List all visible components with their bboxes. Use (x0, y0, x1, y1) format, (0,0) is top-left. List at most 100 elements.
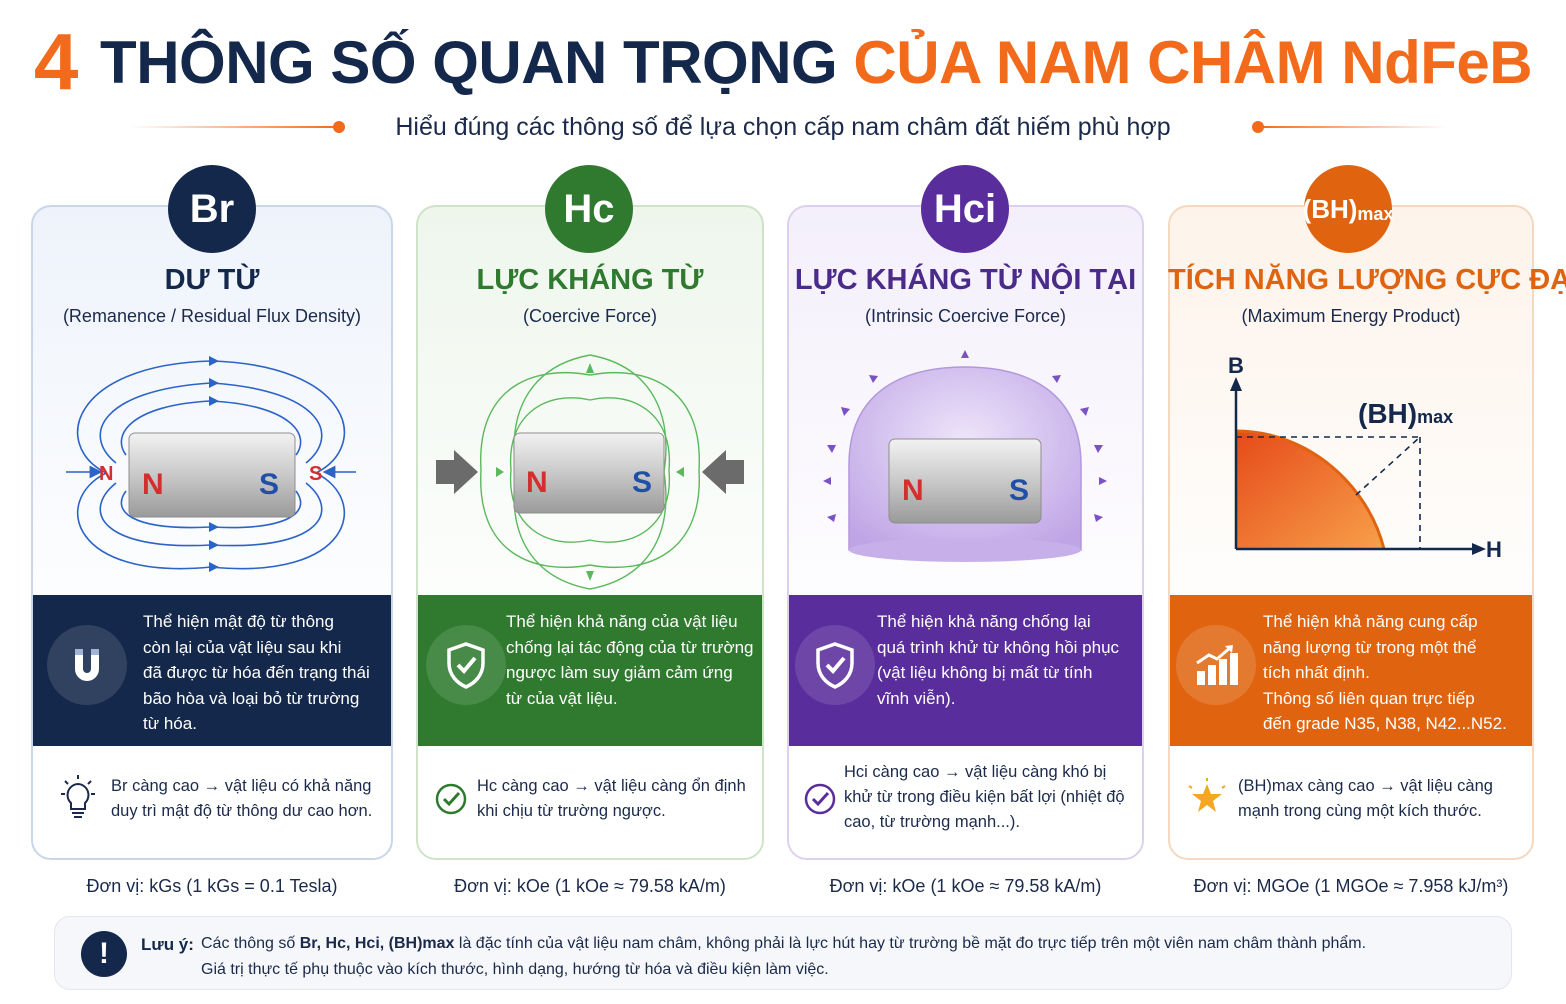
description-line: vĩnh viễn). (877, 688, 956, 708)
note-box: ! Lưu ý: Các thông số Br, Hc, Hci, (BH)m… (54, 916, 1512, 990)
description-line: bão hòa và loại bỏ từ trường (143, 688, 360, 708)
note-line-2: Giá trị thực tế phụ thuộc vào kích thước… (201, 961, 829, 978)
card-subtitle-hci: (Intrinsic Coercive Force) (864, 306, 1067, 326)
description-line: (vật liệu không bị mất từ tính (877, 663, 1093, 682)
max-rectangle (1236, 436, 1421, 549)
description-line: Thể hiện khả năng cung cấp (1263, 612, 1478, 631)
unit-hci: Đơn vị: kOe (1 kOe ≈ 79.58 kA/m) (829, 876, 1102, 896)
outer-n-label: N (99, 463, 113, 485)
tip-bhmax: (BH)max càng cao → vật liệu càng mạnh tr… (1170, 746, 1532, 858)
shield-icon (795, 625, 875, 705)
external-force-arrow-right (702, 450, 744, 494)
external-force-arrow-left (436, 450, 478, 494)
tip-line: Br càng cao → vật liệu có khả năng (111, 777, 372, 795)
note-text: Các thông số Br, Hc, Hci, (BH)max là đặc… (201, 931, 1366, 983)
unit-br: Đơn vị: kGs (1 kGs = 0.1 Tesla) (86, 876, 338, 896)
description-line: tích nhất định. (1263, 663, 1370, 682)
badge-hci: Hci (921, 165, 1009, 253)
exclamation-icon: ! (81, 931, 127, 977)
tip-line: khử từ trong điều kiện bất lợi (nhiệt độ (844, 788, 1125, 806)
pole-s-label: S (632, 466, 652, 499)
magnet-icon (47, 625, 127, 705)
pole-n-label: N (142, 468, 164, 501)
description-line: năng lượng từ trong một thể (1263, 637, 1477, 657)
description-line: còn lại của vật liệu sau khi (143, 637, 342, 657)
tip-line: duy trì mật độ từ thông dư cao hơn. (111, 802, 373, 820)
description-text-hci: Thể hiện khả năng chống lại quá trình kh… (877, 609, 1137, 711)
h-axis-label: H (1486, 537, 1502, 562)
illustration-bhmax: B H (BH)max (1228, 353, 1502, 562)
magnet-block (888, 438, 1042, 524)
card-subtitle-bhmax: (Maximum Energy Product) (1241, 306, 1461, 326)
demagnetization-curve (1235, 429, 1386, 550)
tip-line: Hci càng cao → vật liệu càng khó bị (844, 763, 1107, 781)
title-dark-part: THÔNG SỐ QUAN TRỌNG (100, 29, 838, 96)
card-hc (416, 205, 764, 860)
badge-symbol-sub: max (1357, 203, 1394, 224)
field-lines (480, 354, 700, 590)
curve-label: (BH)max (1358, 398, 1453, 429)
tip-text-hc: Hc càng cao → vật liệu càng ổn định khi … (477, 774, 746, 824)
field-arrows (823, 350, 1107, 522)
tip-line: khi chịu từ trường ngược. (477, 802, 666, 820)
pole-n-label: N (526, 466, 548, 499)
description-line: đến grade N35, N38, N42...N52. (1263, 714, 1507, 733)
description-line: chống lại tác động của từ trường (506, 637, 754, 657)
pole-s-label: S (259, 468, 279, 501)
illustration-hci: N S (823, 350, 1107, 562)
pole-n-label: N (902, 474, 924, 507)
dome-base (849, 538, 1081, 562)
tip-line: mạnh trong cùng một kích thước. (1238, 802, 1482, 820)
tip-line: Hc càng cao → vật liệu càng ổn định (477, 777, 746, 795)
tip-line: (BH)max càng cao → vật liệu càng (1238, 777, 1493, 795)
tip-br: Br càng cao → vật liệu có khả năng duy t… (33, 746, 391, 858)
title-orange-part: CỦA NAM CHÂM NdFeB (853, 29, 1533, 96)
illustration-br: N S N S (66, 356, 356, 572)
description-line: quá trình khử từ không hồi phục (877, 637, 1120, 657)
magnet-block (128, 432, 296, 518)
card-title-bhmax: TÍCH NĂNG LƯỢNG CỰC ĐẠI (1168, 264, 1566, 296)
shield-icon (426, 625, 506, 705)
card-subtitle-hc: (Coercive Force) (522, 306, 658, 326)
description-line: Thể hiện khả năng của vật liệu (506, 612, 738, 631)
pole-s-label: S (1009, 474, 1029, 507)
subtitle-dot-left (333, 121, 345, 133)
description-text-hc: Thể hiện khả năng của vật liệu chống lại… (506, 609, 758, 711)
note-label: Lưu ý: (141, 935, 194, 954)
description-line: đã được từ hóa đến trạng thái (143, 663, 370, 682)
star-icon (1188, 778, 1226, 812)
unit-bhmax: Đơn vị: MGOe (1 MGOe ≈ 7.958 kJ/m³) (1193, 876, 1509, 896)
description-panel-bhmax: Thể hiện khả năng cung cấp năng lượng từ… (1170, 595, 1532, 746)
field-arrows (496, 363, 684, 581)
note-line-1: Các thông số Br, Hc, Hci, (BH)max là đặc… (201, 935, 1367, 952)
description-line: Thể hiện mật độ từ thông (143, 612, 334, 631)
magnet-block (513, 432, 665, 514)
badge-br: Br (168, 165, 256, 253)
check-circle-icon (804, 783, 836, 815)
tip-line: cao, từ trường mạnh...). (844, 813, 1020, 831)
tip-hc: Hc càng cao → vật liệu càng ổn định khi … (418, 746, 762, 858)
description-line: từ của vật liệu. (506, 688, 618, 708)
card-br (31, 205, 393, 860)
h-axis-arrow (1472, 543, 1486, 555)
card-title-hci: LỰC KHÁNG TỪ NỘI TẠI (794, 264, 1137, 296)
subtitle-line-right (1258, 126, 1448, 128)
badge-symbol-main: (BH) (1302, 193, 1358, 224)
card-title-br: DƯ TỪ (164, 264, 260, 296)
header: 4 THÔNG SỐ QUAN TRỌNG CỦA NAM CHÂM NdFeB… (0, 0, 1566, 150)
description-panel-hci: Thể hiện khả năng chống lại quá trình kh… (789, 595, 1142, 746)
description-text-br: Thể hiện mật độ từ thông còn lại của vật… (143, 609, 383, 737)
check-circle-icon (435, 783, 467, 815)
illustration-hc: N S (436, 354, 744, 590)
card-title-hc: LỰC KHÁNG TỪ (476, 264, 704, 296)
card-subtitle-br: (Remanence / Residual Flux Density) (62, 306, 362, 326)
badge-bhmax: (BH)max (1302, 165, 1394, 253)
tip-text-br: Br càng cao → vật liệu có khả năng duy t… (111, 774, 372, 824)
title-number: 4 (33, 17, 79, 106)
unit-hc: Đơn vị: kOe (1 kOe ≈ 79.58 kA/m) (454, 876, 726, 896)
tip-hci: Hci càng cao → vật liệu càng khó bị khử … (789, 746, 1142, 858)
tip-text-bhmax: (BH)max càng cao → vật liệu càng mạnh tr… (1238, 774, 1493, 824)
description-panel-br: Thể hiện mật độ từ thông còn lại của vật… (33, 595, 391, 746)
description-line: từ hóa. (143, 714, 197, 733)
badge-hc: Hc (545, 165, 633, 253)
